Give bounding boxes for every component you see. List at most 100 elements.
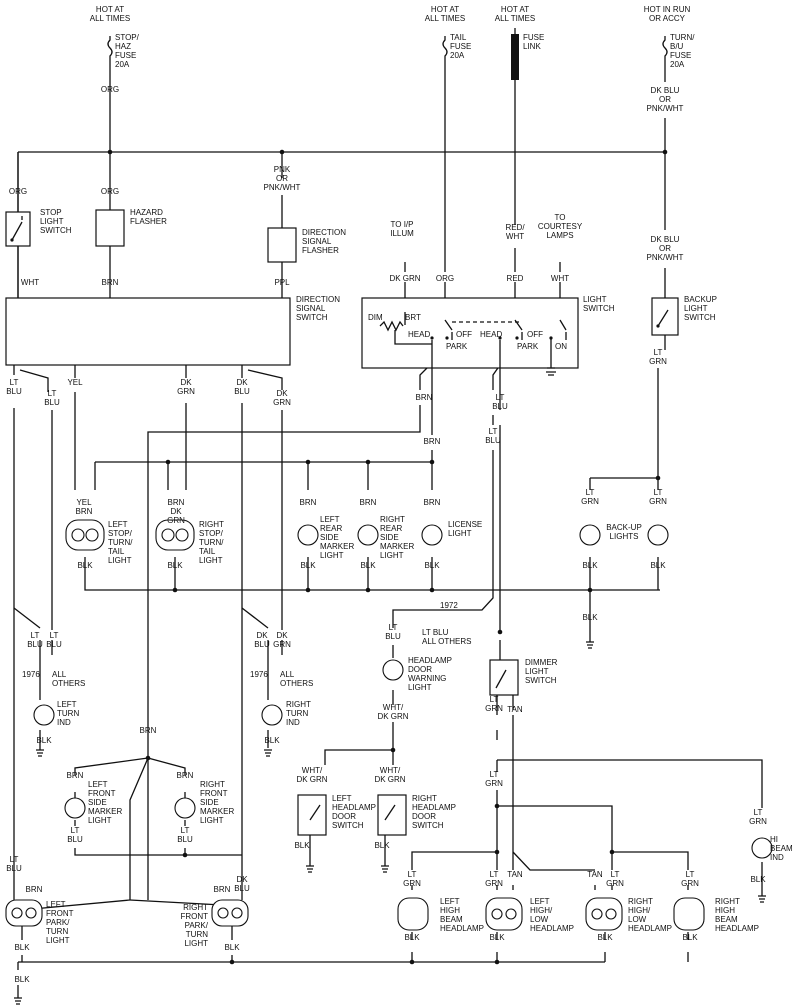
wire-label: BRN (416, 393, 433, 402)
wire-label: BLK (294, 841, 310, 850)
switch-pos-dim: DIM (368, 313, 383, 322)
wire-label: BRN (424, 437, 441, 446)
wire-label: WHT (21, 278, 39, 287)
fuse-stop-haz (107, 36, 113, 60)
left-high-low-headlamp (485, 897, 523, 931)
note-1976-right: 1976 (250, 670, 268, 679)
right-high-beam-headlamp (673, 897, 705, 931)
wire-label: BLK (14, 943, 30, 952)
wire-label: WHT/DK GRN (377, 703, 408, 721)
right-front-park-turn-lamp (211, 899, 249, 927)
right-front-marker-lamp (174, 797, 196, 819)
wire-label: BRN (214, 885, 231, 894)
switch-pos-off2: OFF (527, 330, 543, 339)
direction-signal-switch (5, 297, 291, 366)
wire-label: BLK (224, 943, 240, 952)
wire-label: BLK (167, 561, 183, 570)
wire-label: TAN (587, 870, 603, 879)
wire-label: YEL (67, 378, 83, 387)
switch-pos-head2: HEAD (480, 330, 502, 339)
wire-label: BLK (404, 933, 420, 942)
right-headlamp-door-switch (377, 794, 407, 836)
wire-label: BLK (300, 561, 316, 570)
stop-light-switch (5, 211, 31, 247)
wire-label: BLK (489, 933, 505, 942)
wire-label: BLK (374, 841, 390, 850)
note-1972: 1972 (440, 601, 458, 610)
right-high-low-headlamp (585, 897, 623, 931)
note-1976-left: 1976 (22, 670, 40, 679)
wire-label: BLK (36, 736, 52, 745)
wire-label: BRN (67, 771, 84, 780)
switch-pos-brt: BRT (405, 313, 421, 322)
right-stop-turn-tail-lamp (155, 519, 195, 551)
wire-label: BLK (77, 561, 93, 570)
switch-pos-park1: PARK (446, 342, 468, 351)
wire-label: BLK (582, 613, 598, 622)
wire-label: BRN (140, 726, 157, 735)
wire-label: BLK (682, 933, 698, 942)
junction-dots (107, 149, 668, 965)
wire-label: BLK (424, 561, 440, 570)
hazard-flasher (95, 209, 125, 247)
wire-label: BRN (102, 278, 119, 287)
wire-label: ORG (101, 85, 119, 94)
wire-label: WHT/DK GRN (374, 766, 405, 784)
wire-label: TAN (507, 870, 523, 879)
wire-label: BLK (582, 561, 598, 570)
wire-label: BRN (26, 885, 43, 894)
fuse-tail (442, 36, 448, 60)
backup-lamp-left (579, 524, 601, 546)
